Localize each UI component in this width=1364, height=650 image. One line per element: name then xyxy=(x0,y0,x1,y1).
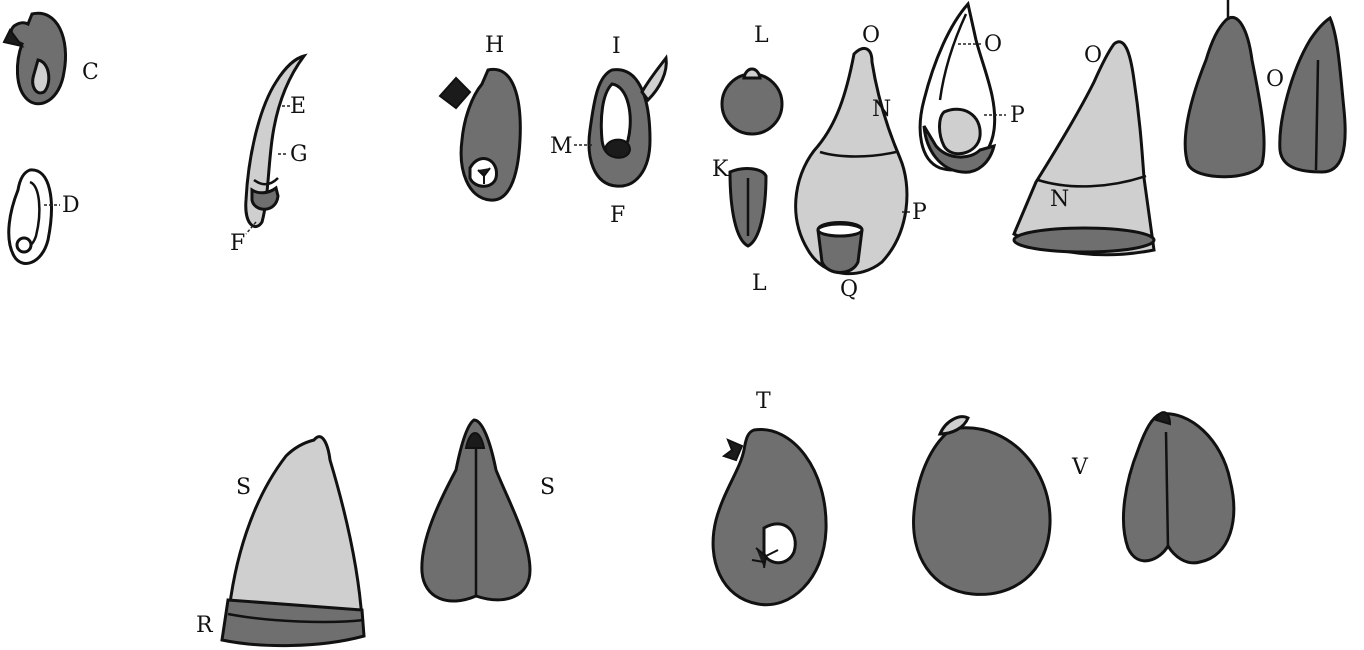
label-i: I xyxy=(612,34,621,59)
seed-figure-l-round xyxy=(722,69,782,134)
label-p: P xyxy=(912,200,927,225)
label-f: F xyxy=(230,231,245,256)
label-o-2: O xyxy=(984,32,1002,57)
label-r: R xyxy=(196,613,214,638)
label-s-2: S xyxy=(540,475,555,500)
label-o-3: O xyxy=(1084,43,1102,68)
seed-figure-s-heart xyxy=(422,420,530,601)
seed-figure-imf xyxy=(589,58,666,186)
label-s: S xyxy=(236,475,251,500)
seed-figure-v-heart xyxy=(1123,412,1233,563)
label-h: H xyxy=(485,33,504,58)
seed-figure-d xyxy=(9,170,52,264)
label-l: L xyxy=(754,23,769,48)
label-q: Q xyxy=(840,277,858,302)
label-d: D xyxy=(62,193,80,218)
label-e: E xyxy=(290,94,306,119)
label-n-2: N xyxy=(1050,187,1069,212)
seed-figure-t xyxy=(713,429,826,604)
label-g: G xyxy=(290,142,308,167)
seed-figure-v-round xyxy=(914,417,1051,595)
label-n: N xyxy=(872,97,891,122)
label-k: K xyxy=(712,157,729,182)
label-l-2: L xyxy=(752,271,767,296)
label-c: C xyxy=(82,60,99,85)
seed-figure-onpq xyxy=(796,48,907,273)
label-v: V xyxy=(1071,455,1089,480)
seed-figure-op xyxy=(920,4,995,172)
seed-figure-h xyxy=(440,69,520,200)
seed-figure-kl xyxy=(730,169,766,246)
label-t: T xyxy=(756,389,771,414)
label-f-2: F xyxy=(610,203,625,228)
label-p-2: P xyxy=(1010,103,1025,128)
seed-figure-sr xyxy=(222,437,364,646)
label-o-4: O xyxy=(1266,67,1284,92)
label-m: M xyxy=(550,134,573,159)
seed-figure-on-cone xyxy=(1014,42,1154,255)
seed-figure-c xyxy=(4,13,66,104)
label-o: O xyxy=(862,23,880,48)
